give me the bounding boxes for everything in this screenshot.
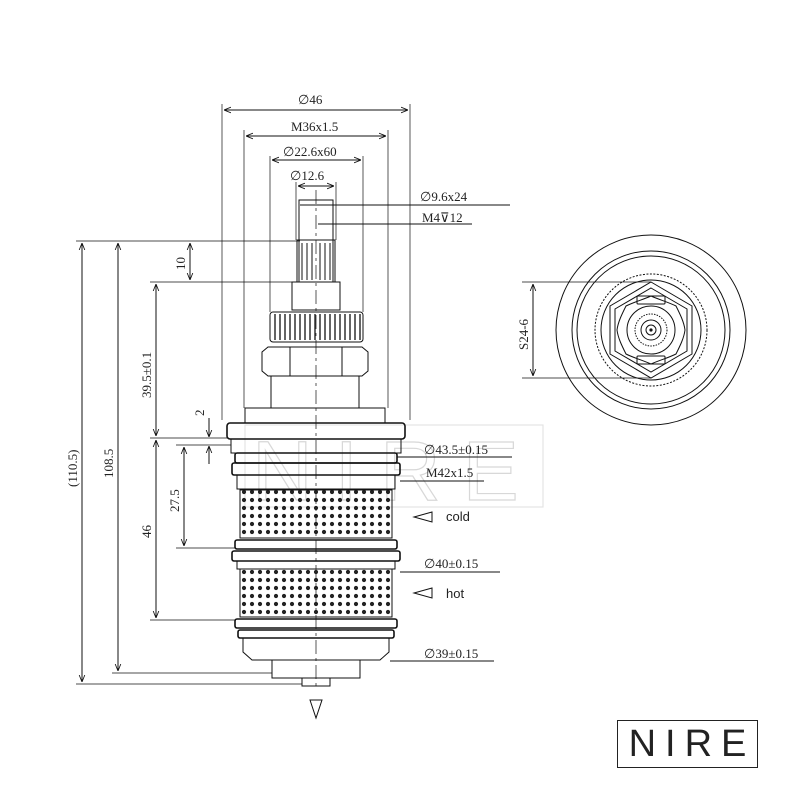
dim-h108: 108.5: [101, 449, 116, 478]
brand-logo-text: NIRE: [628, 722, 756, 765]
dim-h110: (110.5): [65, 450, 80, 487]
dim-m36: M36x1.5: [291, 119, 338, 134]
dim-d9: ∅9.6x24: [420, 189, 468, 204]
label-hot: hot: [446, 586, 464, 601]
dim-m42: M42x1.5: [426, 465, 473, 480]
dim-h10: 10: [173, 257, 188, 270]
top-dimensions: ∅46 M36x1.5 ∅22.6x60 ∅12.6 ∅9.6x24 M4⊽12: [221, 92, 510, 420]
dim-d12: ∅12.6: [290, 168, 325, 183]
bottom-arrow-icon: [309, 699, 323, 720]
dim-h2: 2: [192, 410, 207, 417]
cold-arrow-icon: [412, 511, 433, 523]
dim-s24: S24-6: [516, 318, 531, 350]
dim-h27: 27.5: [167, 489, 182, 512]
cartridge-end-view: S24-6: [516, 234, 747, 426]
label-cold: cold: [446, 509, 470, 524]
dim-d46: ∅46: [298, 92, 323, 107]
left-dimensions: 10 39.5±0.1 2 27.5 46 108.5 (110.5): [65, 240, 302, 685]
dim-d43: ∅43.5±0.15: [424, 442, 488, 457]
dim-h46: 46: [139, 525, 154, 539]
brand-logo: NIRE: [617, 720, 758, 768]
right-dimensions: ∅43.5±0.15 M42x1.5 ∅40±0.15 ∅39±0.15 col…: [309, 442, 512, 720]
dim-m4: M4⊽12: [422, 210, 463, 225]
dim-d40: ∅40±0.15: [424, 556, 478, 571]
dim-h39: 39.5±0.1: [139, 352, 154, 398]
cartridge-side-view: [226, 190, 406, 690]
dim-d39: ∅39±0.15: [424, 646, 478, 661]
dim-d22: ∅22.6x60: [283, 144, 337, 159]
hot-arrow-icon: [412, 587, 433, 599]
watermark-frame: [244, 424, 544, 508]
